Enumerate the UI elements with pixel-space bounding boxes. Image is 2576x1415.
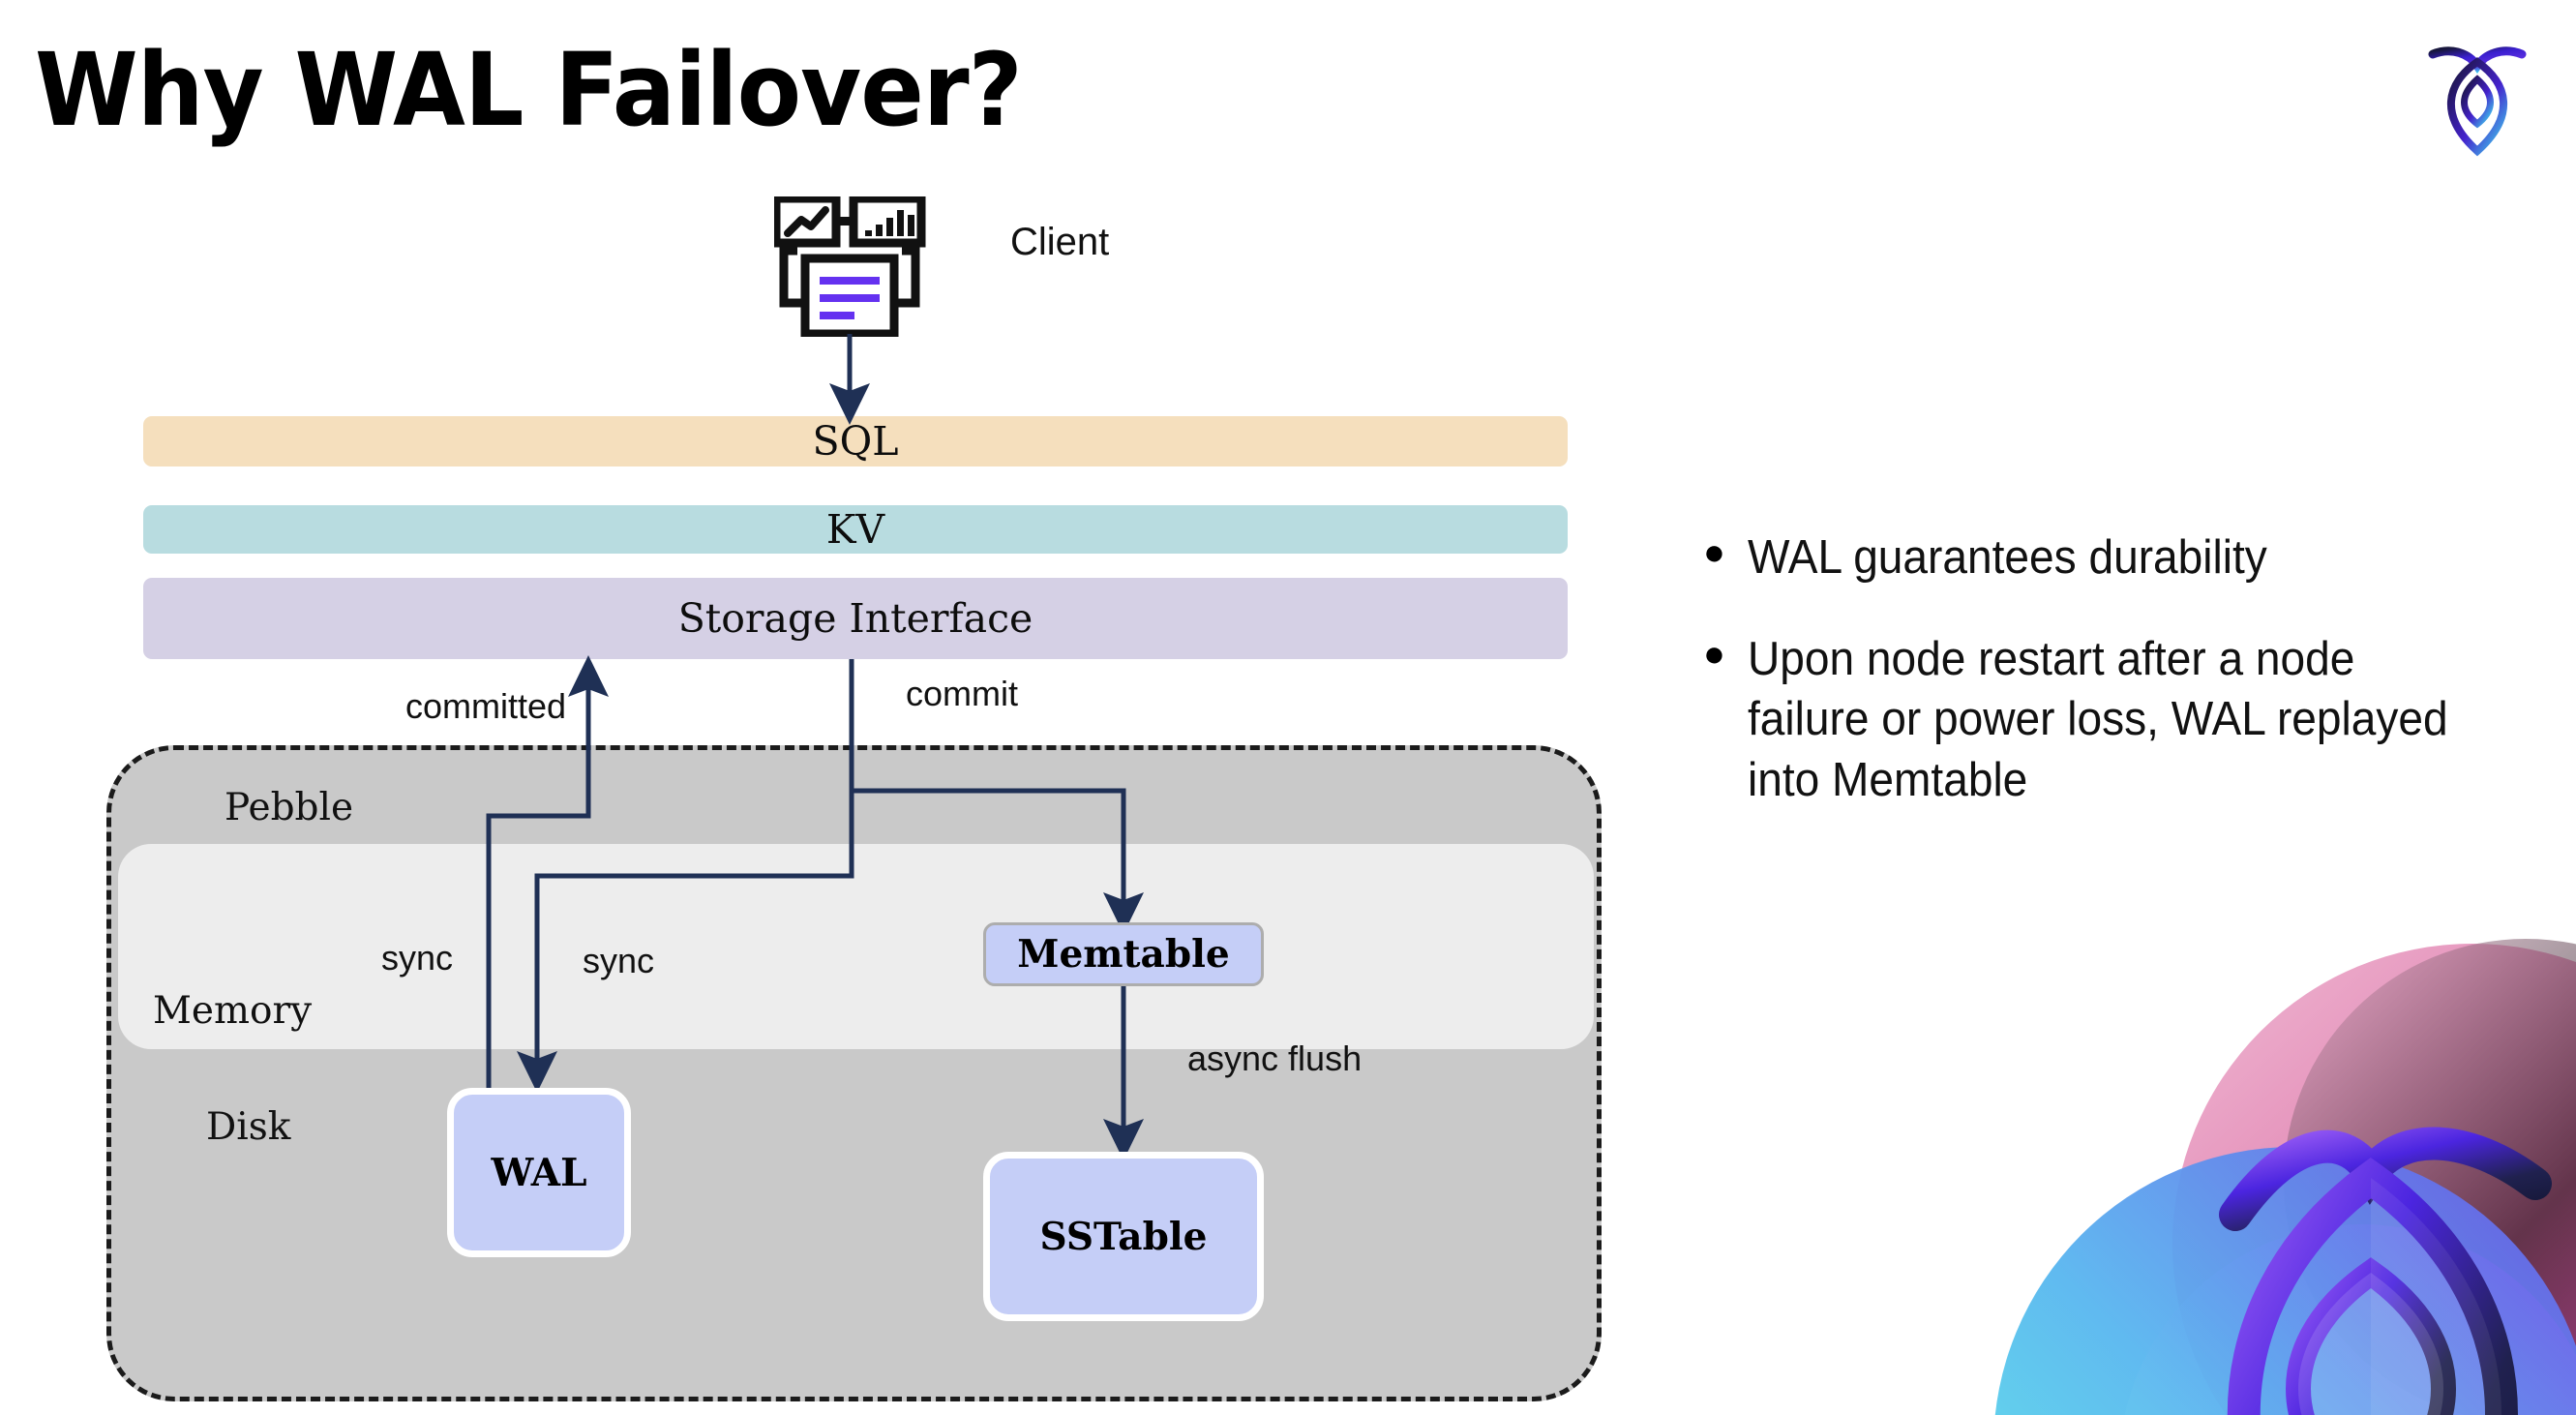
pebble-label: Pebble xyxy=(225,786,354,829)
node-label-wal: WAL xyxy=(491,1150,587,1195)
bullet-marker-icon: ● xyxy=(1703,633,1725,675)
layer-label-sql: SQL xyxy=(812,418,899,465)
layer-label-storage: Storage Interface xyxy=(677,595,1033,642)
edge-label-sync-right: sync xyxy=(583,941,655,980)
list-item: ● WAL guarantees durability xyxy=(1703,527,2535,588)
client-label: Client xyxy=(1010,221,1110,263)
layer-bar-sql: SQL xyxy=(143,416,1568,467)
bullet-marker-icon: ● xyxy=(1703,532,1725,573)
client-dashboard-icon xyxy=(771,194,929,339)
node-label-memtable: Memtable xyxy=(1017,932,1230,977)
memory-label: Memory xyxy=(153,989,313,1033)
layer-bar-kv: KV xyxy=(143,505,1568,554)
edge-label-sync-left: sync xyxy=(381,938,454,978)
bullet-list: ● WAL guarantees durability ● Upon node … xyxy=(1703,527,2535,852)
layer-bar-storage: Storage Interface xyxy=(143,578,1568,659)
layer-label-kv: KV xyxy=(825,506,885,553)
cockroach-gradient-art-icon xyxy=(1945,924,2576,1415)
bullet-text: WAL guarantees durability xyxy=(1748,531,2267,584)
edge-label-commit: commit xyxy=(906,674,1018,713)
page-title: Why WAL Failover? xyxy=(35,31,1023,149)
node-memtable[interactable]: Memtable xyxy=(983,922,1264,986)
node-sstable[interactable]: SSTable xyxy=(983,1152,1264,1321)
disk-label: Disk xyxy=(206,1105,291,1149)
node-label-sstable: SSTable xyxy=(1039,1214,1208,1259)
memory-region xyxy=(118,844,1594,1049)
edge-label-async-flush: async flush xyxy=(1187,1039,1363,1078)
cockroach-logo-icon xyxy=(2419,33,2535,159)
node-wal[interactable]: WAL xyxy=(447,1088,631,1257)
edge-label-committed: committed xyxy=(405,686,567,726)
list-item: ● Upon node restart after a node failure… xyxy=(1703,629,2535,811)
bullet-text: Upon node restart after a node failure o… xyxy=(1748,632,2448,807)
